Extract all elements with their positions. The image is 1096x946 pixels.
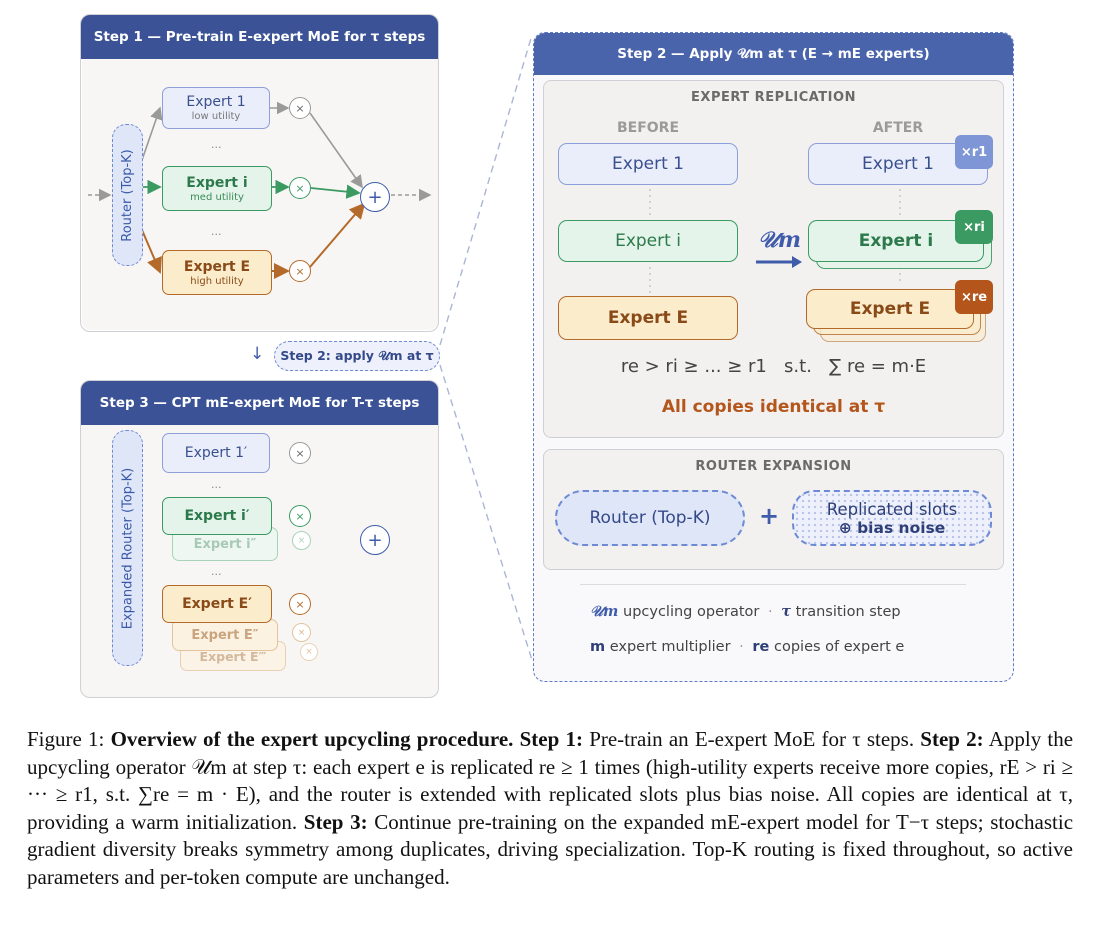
step3-mult-ep: × bbox=[289, 593, 311, 615]
step2-title: Step 2 — Apply 𝒰m at τ (E → mE experts) bbox=[534, 33, 1013, 75]
before-expert-e: Expert E bbox=[558, 296, 738, 340]
before-expert-1: Expert 1 bbox=[558, 143, 738, 185]
step1-router: Router (Top-K) bbox=[112, 124, 143, 266]
step1-router-label: Router (Top-K) bbox=[120, 148, 136, 242]
step1-dots-1: ... bbox=[211, 138, 222, 151]
badge-r1: ×r1 bbox=[955, 135, 993, 169]
step3-mult-1: × bbox=[289, 442, 311, 464]
step3-expert-ip: Expert i′ bbox=[162, 497, 272, 535]
step3-mult-epp: × bbox=[292, 623, 311, 642]
step3-expert-epp: Expert E″ bbox=[172, 619, 278, 651]
down-arrow-icon: ↓ bbox=[250, 344, 265, 364]
figure-caption: Figure 1: Overview of the expert upcycli… bbox=[27, 727, 1074, 889]
legend-row-1: 𝒰m upcycling operator · τ transition ste… bbox=[590, 603, 901, 620]
step1-mult-i: × bbox=[289, 177, 311, 199]
step1-expert-1: Expert 1 low utility bbox=[162, 87, 270, 129]
step3-mult-ip: × bbox=[289, 505, 311, 527]
step3-mult-eppp: × bbox=[300, 643, 318, 661]
step3-dots-2: ... bbox=[211, 565, 222, 578]
step3-router-label: Expanded Router (Top-K) bbox=[120, 467, 136, 629]
after-dots bbox=[899, 189, 901, 283]
before-expert-i: Expert i bbox=[558, 220, 738, 262]
step1-expert-i: Expert i med utility bbox=[162, 166, 272, 211]
after-expert-e: Expert E bbox=[806, 289, 974, 329]
step1-mult-1: × bbox=[289, 97, 311, 119]
after-expert-i: Expert i bbox=[808, 220, 984, 262]
step1-mult-e: × bbox=[289, 260, 311, 282]
step1-dots-2: ... bbox=[211, 225, 222, 238]
step2-pill: Step 2: apply 𝒰m at τ bbox=[274, 341, 440, 371]
upcycle-arrow-icon bbox=[756, 256, 802, 268]
step1-title: Step 1 — Pre-train E-expert MoE for τ st… bbox=[81, 15, 438, 59]
replication-formula: re > ri ≥ ... ≥ r1 s.t. ∑ re = m·E bbox=[620, 356, 927, 377]
step3-router: Expanded Router (Top-K) bbox=[112, 430, 143, 666]
badge-ri: ×ri bbox=[955, 210, 993, 244]
router-expansion-header: ROUTER EXPANSION bbox=[695, 459, 852, 474]
step3-dots-1: ... bbox=[211, 478, 222, 491]
after-label: AFTER bbox=[872, 120, 924, 136]
step3-sum: + bbox=[360, 525, 390, 555]
replication-header: EXPERT REPLICATION bbox=[691, 90, 856, 105]
replicated-slots-box: Replicated slots ⊕ bias noise bbox=[792, 490, 992, 546]
legend-row-2: m expert multiplier · re copies of exper… bbox=[590, 639, 905, 655]
upcycle-operator: 𝒰m bbox=[758, 227, 802, 253]
legend-divider bbox=[580, 584, 966, 585]
step1-expert-e: Expert E high utility bbox=[162, 250, 272, 295]
router-topk-box: Router (Top-K) bbox=[555, 490, 745, 546]
step3-expert-1p: Expert 1′ bbox=[162, 433, 270, 473]
before-dots bbox=[649, 189, 651, 293]
step3-title: Step 3 — CPT mE-expert MoE for T-τ steps bbox=[81, 381, 438, 425]
step1-sum: + bbox=[360, 182, 390, 212]
step3-expert-ep: Expert E′ bbox=[162, 585, 272, 623]
identical-note: All copies identical at τ bbox=[661, 397, 886, 417]
before-label: BEFORE bbox=[616, 120, 680, 136]
badge-re: ×re bbox=[955, 280, 993, 314]
step3-mult-ipp: × bbox=[292, 531, 311, 550]
step1-panel: Step 1 — Pre-train E-expert MoE for τ st… bbox=[80, 14, 439, 332]
router-plus: + bbox=[759, 502, 780, 530]
